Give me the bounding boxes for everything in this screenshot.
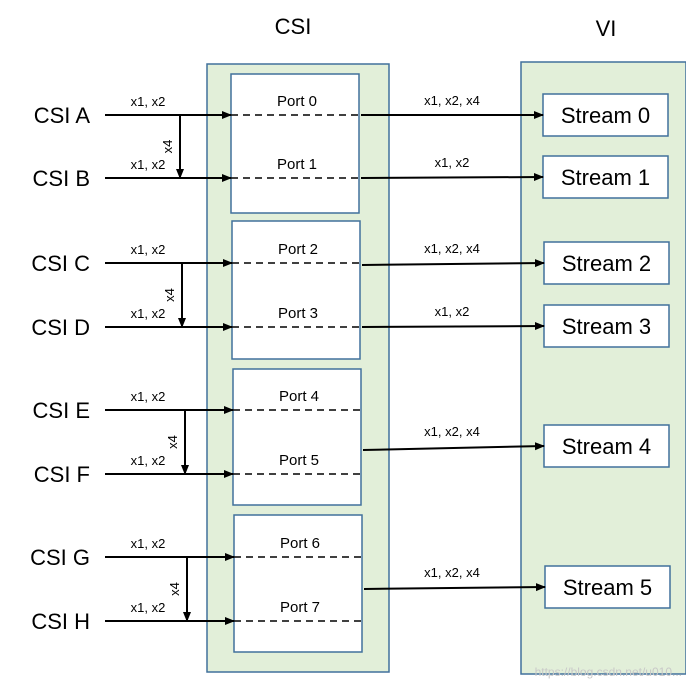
x4-link-label: x4 — [162, 288, 177, 302]
port-group-box — [232, 368, 362, 506]
csi-input-label: CSI C — [31, 251, 90, 276]
stream-label: Stream 0 — [561, 103, 650, 128]
lane-label: x1, x2 — [131, 453, 166, 468]
output-lane-label: x1, x2, x4 — [424, 93, 480, 108]
lane-label: x1, x2 — [131, 94, 166, 109]
vi-block-title: VI — [596, 16, 617, 41]
diagram-labels: CSI A x1, x2 Port 0 CSI B x1, x2 Port 1 CSI C x… — [30, 93, 480, 634]
lane-label: x1, x2 — [131, 157, 166, 172]
stream-boxes: Stream 0 Stream 1 Stream 2 Stream 3 Stream 4… — [542, 93, 671, 609]
lane-label: x1, x2 — [131, 306, 166, 321]
watermark: https://blog.csdn.net/u010... — [535, 665, 682, 679]
csi-input-label: CSI D — [31, 315, 90, 340]
lane-label: x1, x2 — [131, 600, 166, 615]
stream-label: Stream 4 — [562, 434, 651, 459]
port-label: Port 2 — [278, 241, 318, 258]
stream-label: Stream 3 — [562, 314, 651, 339]
output-arrow — [363, 583, 546, 592]
port-label: Port 6 — [280, 535, 320, 552]
connection-lines — [105, 111, 546, 625]
port-label: Port 1 — [277, 156, 317, 173]
output-lane-label: x1, x2 — [435, 155, 470, 170]
stream-box — [542, 155, 669, 199]
output-arrow — [360, 173, 544, 182]
output-arrow — [361, 259, 545, 268]
stream-box — [544, 565, 671, 609]
port-group-box — [230, 73, 360, 214]
lane-label: x1, x2 — [131, 389, 166, 404]
csi-input-label: CSI F — [34, 462, 90, 487]
x4-link-label: x4 — [165, 435, 180, 449]
output-lane-label: x1, x2, x4 — [424, 424, 480, 439]
port-label: Port 0 — [277, 93, 317, 110]
output-arrow — [362, 442, 545, 451]
lane-label: x1, x2 — [131, 242, 166, 257]
port-group-box — [231, 220, 361, 360]
x4-link-label: x4 — [160, 140, 175, 154]
stream-box — [543, 241, 670, 285]
csi-input-label: CSI A — [34, 103, 91, 128]
csi-input-label: CSI B — [33, 166, 90, 191]
csi-input-label: CSI H — [31, 609, 90, 634]
output-lane-label: x1, x2 — [435, 304, 470, 319]
stream-label: Stream 1 — [561, 165, 650, 190]
output-arrow — [361, 322, 545, 331]
stream-label: Stream 5 — [563, 575, 652, 600]
output-lane-label: x1, x2, x4 — [424, 565, 480, 580]
stream-box — [543, 304, 670, 348]
port-group-box — [233, 514, 363, 653]
port-label: Port 5 — [279, 452, 319, 469]
port-label: Port 3 — [278, 305, 318, 322]
csi-input-label: CSI E — [33, 398, 90, 423]
lane-label: x1, x2 — [131, 536, 166, 551]
port-boxes — [230, 73, 363, 653]
csi-input-label: CSI G — [30, 545, 90, 570]
stream-label: Stream 2 — [562, 251, 651, 276]
csi-block-title: CSI — [275, 14, 312, 39]
output-lane-label: x1, x2, x4 — [424, 241, 480, 256]
x4-link-label: x4 — [167, 582, 182, 596]
port-label: Port 7 — [280, 599, 320, 616]
port-label: Port 4 — [279, 388, 319, 405]
